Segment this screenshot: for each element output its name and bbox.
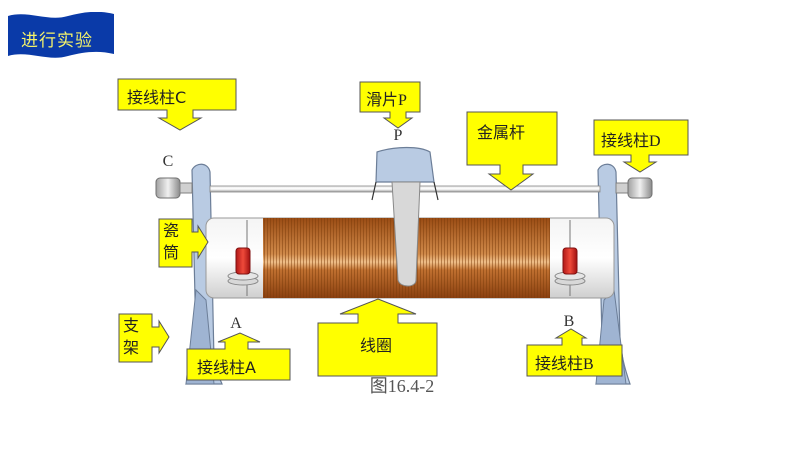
banner-flag-shape <box>8 11 114 58</box>
label-terminal-b: 接线柱B <box>535 356 594 373</box>
terminal-d-knob <box>615 177 653 199</box>
callout-porcelain-tube <box>158 218 209 268</box>
label-slider-p: 滑片P <box>366 92 407 109</box>
label-stand-2: 架 <box>123 338 140 357</box>
letter-p: P <box>394 127 403 144</box>
callout-terminal-b <box>526 328 623 377</box>
label-porcelain-tube-2: 筒 <box>163 243 180 262</box>
label-metal-rod: 金属杆 <box>477 123 526 142</box>
terminal-c-knob <box>155 177 193 199</box>
callout-slider-p <box>359 81 421 129</box>
slider-p <box>371 146 439 287</box>
figure-caption: 图16.4-2 <box>370 376 435 396</box>
letter-c: C <box>163 153 174 170</box>
terminal-a-knob <box>227 247 259 286</box>
callout-terminal-d <box>593 119 689 173</box>
section-banner: 进行实验 <box>8 11 114 58</box>
callout-terminal-c <box>117 78 237 131</box>
label-coil: 线圈 <box>360 336 393 355</box>
terminal-b-knob <box>554 247 586 286</box>
callout-coil <box>317 298 438 377</box>
callout-metal-rod <box>466 111 558 191</box>
label-terminal-c: 接线柱C <box>127 88 187 107</box>
label-terminal-d: 接线柱D <box>601 133 661 150</box>
label-stand-1: 支 <box>123 316 140 335</box>
label-terminal-a: 接线柱A <box>197 358 256 377</box>
letter-a: A <box>230 315 242 332</box>
letter-b: B <box>564 313 575 330</box>
banner-title: 进行实验 <box>21 31 93 51</box>
label-porcelain-tube-1: 瓷 <box>163 221 180 240</box>
callout-stand <box>118 313 170 363</box>
callout-terminal-a <box>186 332 291 381</box>
